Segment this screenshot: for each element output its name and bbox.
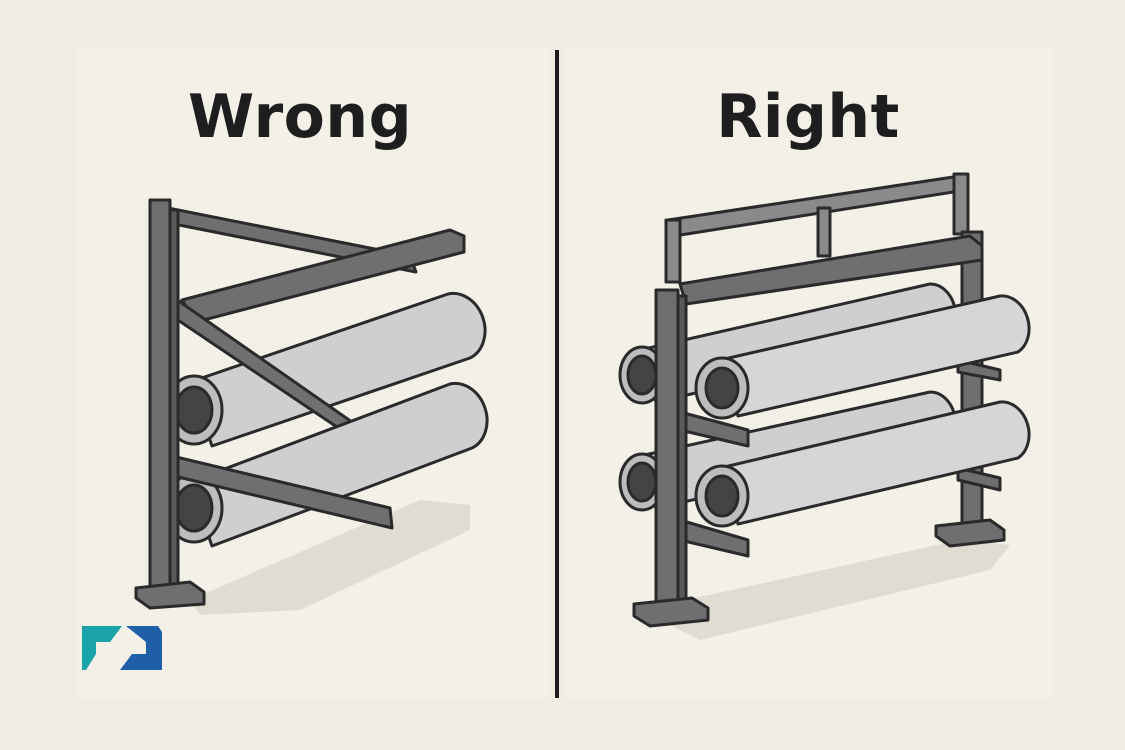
center-divider — [555, 50, 559, 698]
right-title: Right — [716, 82, 900, 152]
right-upper-front-pipe — [694, 294, 1031, 420]
right-front-column — [654, 288, 680, 610]
wrong-title: Wrong — [187, 82, 413, 152]
wrong-lower-pipe — [164, 381, 489, 548]
right-rack-shadow — [640, 540, 1010, 640]
wrong-column — [148, 198, 172, 594]
right-lower-front-pipe — [694, 400, 1031, 528]
wrong-rack-shadow — [190, 500, 470, 615]
right-rack-illustration — [618, 172, 1031, 640]
right-base-plate — [632, 596, 710, 628]
wrong-base-plate — [134, 580, 206, 610]
wrong-upper-pipe — [164, 291, 487, 448]
right-back-column — [960, 230, 984, 534]
company-logo-icon — [82, 626, 162, 670]
wrong-rack-illustration — [134, 198, 489, 615]
